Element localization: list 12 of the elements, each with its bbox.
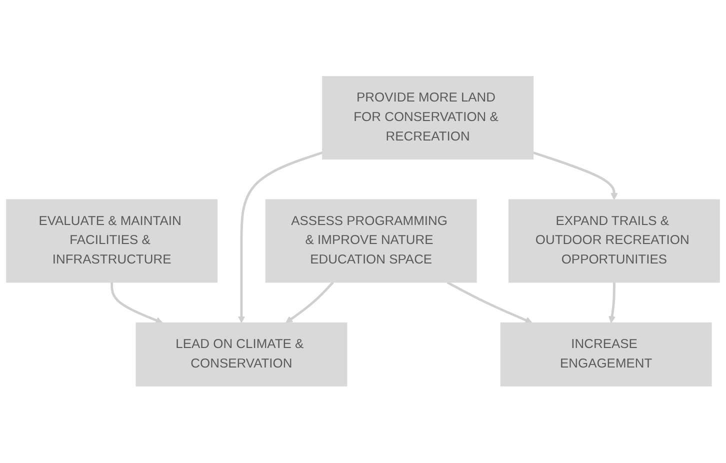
arrow [286,282,334,324]
arrow [110,282,163,324]
node-box: LEAD ON CLIMATE & CONSERVATION [136,322,348,387]
arrow [238,152,323,324]
node-box: INCREASE ENGAGEMENT [500,322,712,387]
arrow [532,152,618,200]
node-box: EXPAND TRAILS & OUTDOOR RECREATION OPPORTUNITIES [508,199,720,283]
arrow [608,282,616,324]
node-box: PROVIDE MORE LAND FOR CONSERVATION & RECREATION [322,76,534,160]
arrow [446,281,532,324]
node-box: ASSESS PROGRAMMING & IMPROVE NATURE EDUCATION SPACE [265,199,477,283]
node-box: EVALUATE & MAINTAIN FACILITIES & INFRASTRUCTURE [6,199,218,283]
